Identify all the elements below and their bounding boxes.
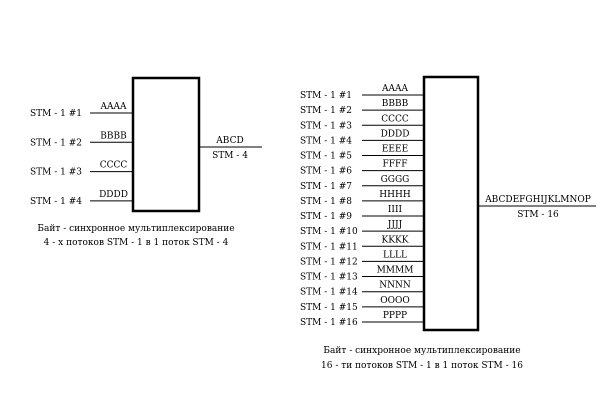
input-source-label: STM - 1 #13 bbox=[300, 273, 358, 283]
input-source-label: STM - 1 #3 bbox=[30, 168, 82, 178]
input-source-label: STM - 1 #9 bbox=[300, 212, 352, 222]
input-payload-label: DDDD bbox=[99, 190, 128, 200]
diagram-caption-line: Байт - синхронное мультиплексирование bbox=[37, 224, 234, 234]
input-source-label: STM - 1 #8 bbox=[300, 197, 352, 207]
input-source-label: STM - 1 #2 bbox=[30, 138, 82, 148]
input-payload-label: GGGG bbox=[381, 175, 410, 185]
input-payload-label: OOOO bbox=[380, 296, 410, 306]
input-payload-label: BBBB bbox=[100, 131, 127, 141]
input-source-label: STM - 1 #1 bbox=[30, 109, 82, 119]
stm4-multiplexer-diagram: STM - 1 #1 AAAA STM - 1 #2 BBBB STM - 1 #3 CC… bbox=[30, 76, 262, 248]
output-stream-label: STM - 4 bbox=[212, 151, 248, 161]
input-source-label: STM - 1 #11 bbox=[300, 242, 358, 252]
input-payload-label: HHHH bbox=[379, 190, 411, 200]
input-source-label: STM - 1 #3 bbox=[300, 121, 352, 131]
input-source-label: STM - 1 #14 bbox=[300, 288, 358, 298]
stm16-multiplexer-diagram: STM - 1 #1 AAAA STM - 1 #2 BBBB STM - 1 #3 CC… bbox=[300, 75, 596, 371]
input-payload-label: AAAA bbox=[100, 102, 127, 112]
input-source-label: STM - 1 #1 bbox=[300, 91, 352, 101]
multiplexer-box bbox=[422, 75, 480, 332]
input-payload-label: BBBB bbox=[382, 99, 409, 109]
input-payload-label: KKKK bbox=[382, 235, 409, 245]
input-source-label: STM - 1 #10 bbox=[300, 227, 358, 237]
input-payload-label: IIII bbox=[388, 205, 403, 215]
input-payload-label: FFFF bbox=[383, 160, 408, 170]
input-payload-label: CCCC bbox=[100, 161, 128, 171]
input-source-label: STM - 1 #7 bbox=[300, 182, 352, 192]
input-payload-label: LLLL bbox=[383, 250, 407, 260]
input-payload-label: MMMM bbox=[377, 266, 414, 276]
output-payload-label: ABCD bbox=[215, 136, 243, 146]
input-payload-label: PPPP bbox=[383, 311, 407, 321]
input-source-label: STM - 1 #4 bbox=[30, 197, 82, 207]
input-source-label: STM - 1 #2 bbox=[300, 106, 352, 116]
input-source-label: STM - 1 #15 bbox=[300, 303, 358, 313]
input-payload-label: AAAA bbox=[381, 84, 408, 94]
input-source-label: STM - 1 #16 bbox=[300, 318, 358, 328]
diagram-caption-line: 16 - ти потоков STM - 1 в 1 поток STM - … bbox=[321, 361, 523, 371]
input-source-label: STM - 1 #6 bbox=[300, 167, 352, 177]
diagram-caption-line: Байт - синхронное мультиплексирование bbox=[323, 346, 520, 356]
input-payload-label: JJJJ bbox=[387, 220, 403, 230]
input-payload-label: DDDD bbox=[381, 129, 410, 139]
input-source-label: STM - 1 #4 bbox=[300, 136, 352, 146]
multiplexer-box bbox=[131, 76, 201, 213]
input-source-label: STM - 1 #5 bbox=[300, 152, 352, 162]
input-payload-label: NNNN bbox=[379, 281, 411, 291]
output-stream-label: STM - 16 bbox=[517, 210, 559, 220]
output-payload-label: ABCDEFGHIJKLMNOP bbox=[484, 195, 591, 205]
diagram-caption-line: 4 - х потоков STM - 1 в 1 поток STM - 4 bbox=[44, 238, 229, 248]
input-payload-label: EEEE bbox=[382, 145, 408, 155]
input-source-label: STM - 1 #12 bbox=[300, 257, 358, 267]
input-payload-label: CCCC bbox=[381, 114, 409, 124]
